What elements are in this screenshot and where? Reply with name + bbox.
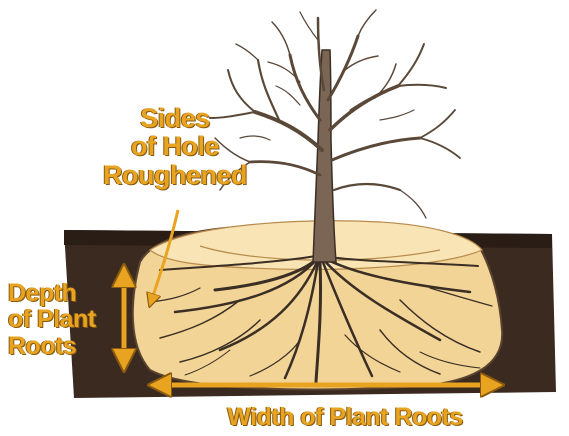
label-depth-line-1: Depth bbox=[8, 280, 118, 306]
label-sides-of-hole-roughened: Sides of Hole Roughened bbox=[100, 104, 250, 189]
label-depth-of-plant-roots: Depth of Plant Roots bbox=[8, 280, 118, 359]
label-depth-line-3: Roots bbox=[8, 333, 118, 359]
label-width-of-plant-roots: Width of Plant Roots bbox=[195, 404, 495, 430]
label-sides-line-2: of Hole bbox=[100, 132, 250, 160]
label-sides-line-3: Roughened bbox=[100, 161, 250, 189]
tree-trunk bbox=[313, 50, 336, 262]
label-depth-line-2: of Plant bbox=[8, 306, 118, 332]
label-sides-line-1: Sides bbox=[100, 104, 250, 132]
